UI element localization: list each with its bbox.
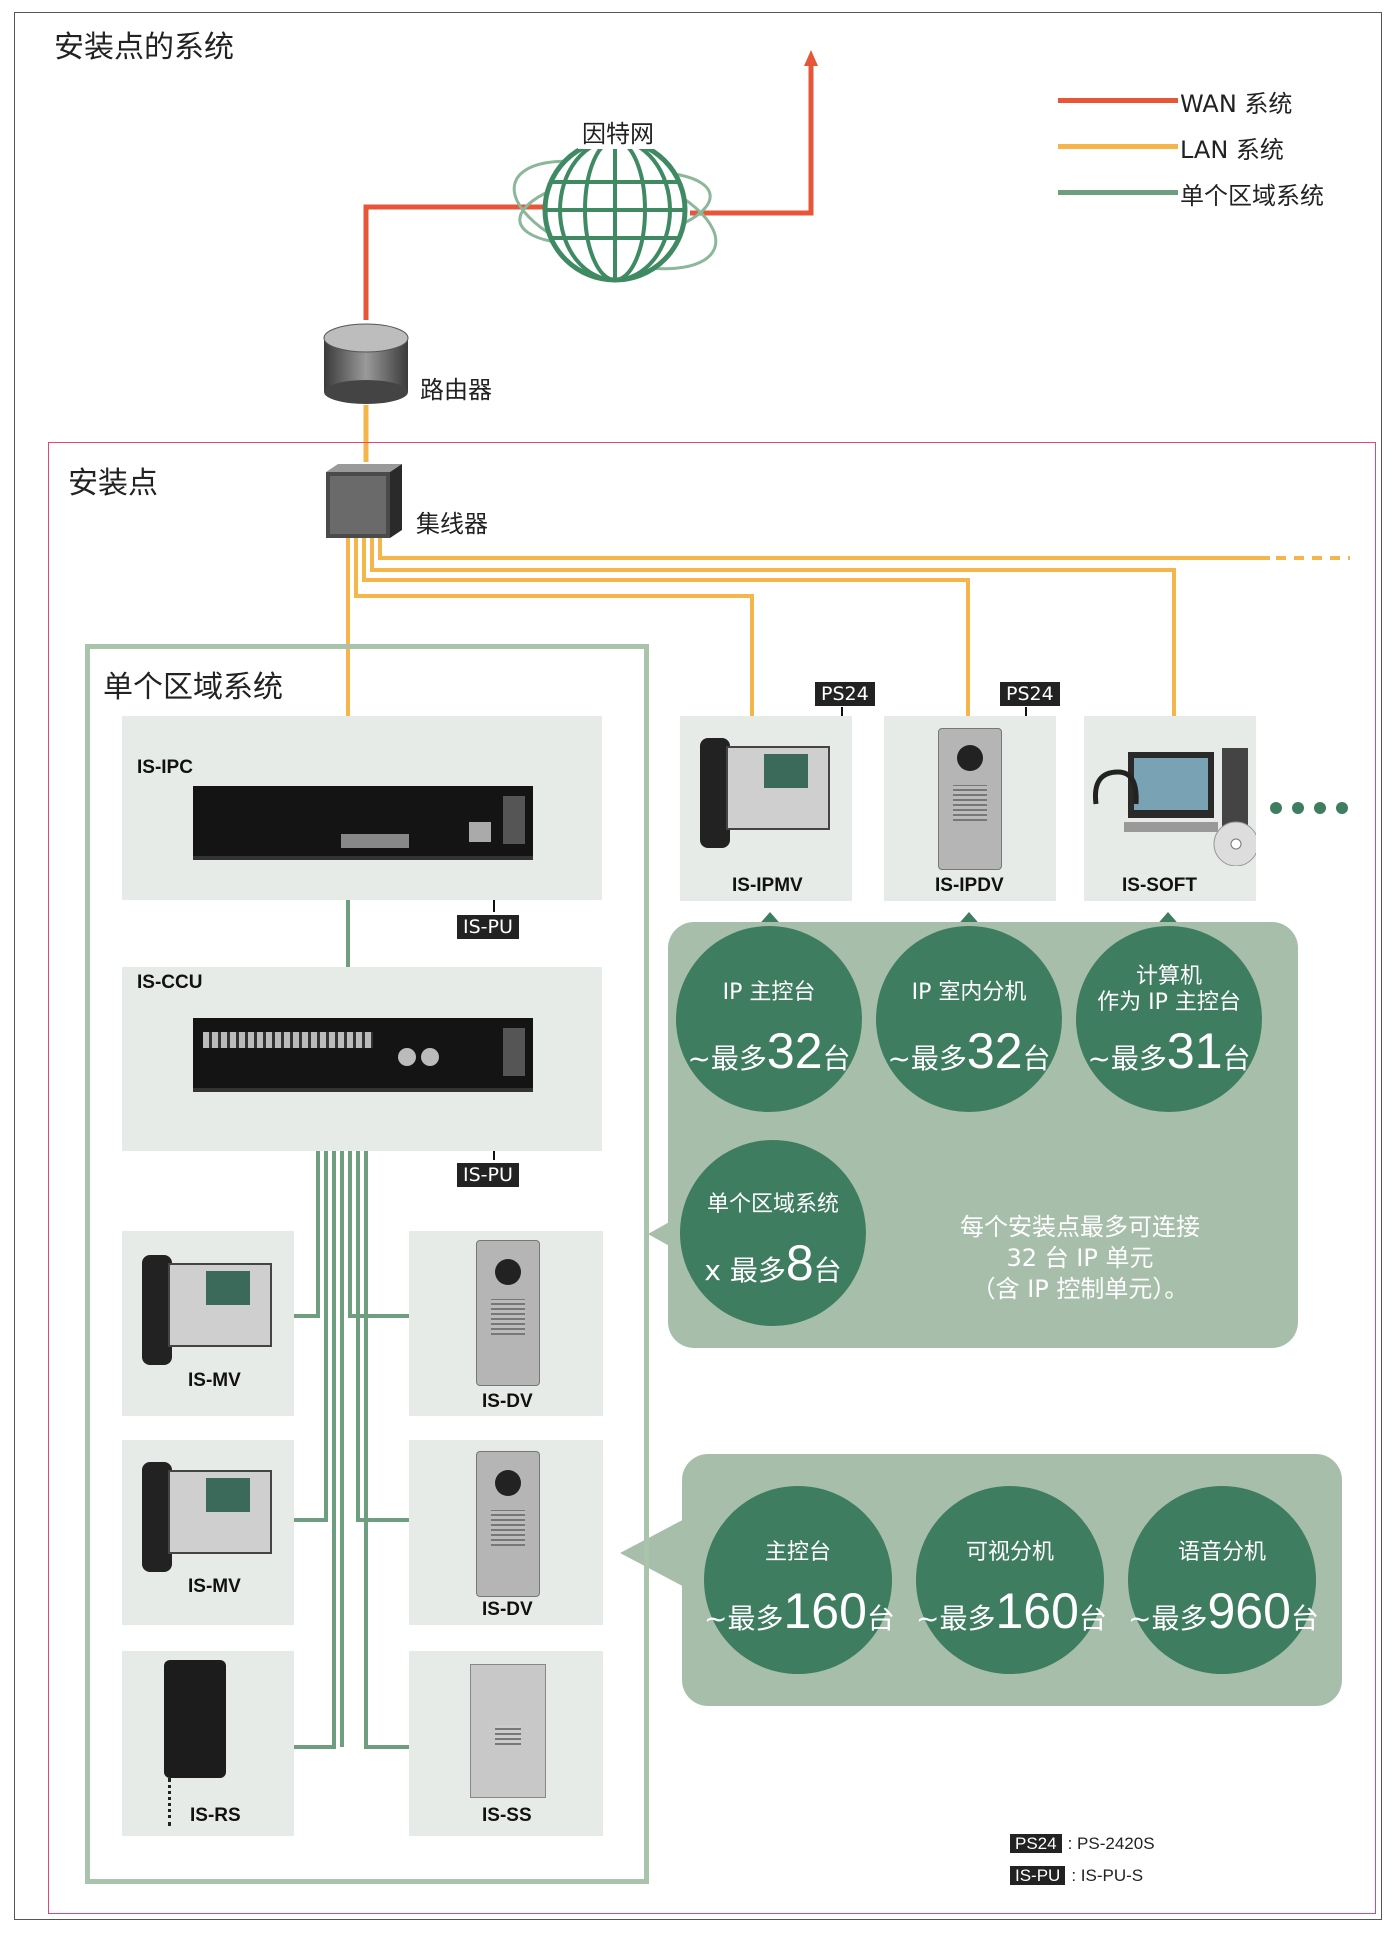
ss-panel-icon bbox=[470, 1664, 546, 1798]
dv2-door-icon bbox=[476, 1451, 540, 1597]
site-label: 安装点 bbox=[68, 466, 158, 501]
legend-wan-label: WAN 系统 bbox=[1180, 90, 1293, 118]
zone-count-title: 单个区域系统 bbox=[706, 1192, 839, 1217]
zone-count-circle: 单个区域系统 x 最多8台 bbox=[680, 1140, 866, 1326]
footnote-ps24-value: : PS-2420S bbox=[1067, 1834, 1155, 1853]
hub-icon bbox=[326, 464, 402, 538]
dv2-label: IS-DV bbox=[482, 1599, 533, 1620]
video-station-circle: 可视分机 ~最多160台 bbox=[916, 1486, 1107, 1674]
ipdv-label: IS-IPDV bbox=[935, 875, 1004, 896]
footnote-pu-value: : IS-PU-S bbox=[1071, 1866, 1144, 1885]
single-zone-frame bbox=[85, 644, 649, 1884]
ipc-unit-icon bbox=[193, 786, 533, 860]
wan-arrow bbox=[804, 50, 818, 66]
master-suffix: 台 bbox=[866, 1602, 895, 1635]
ip-indoor-circle: IP 室内分机 ~最多32台 bbox=[876, 926, 1062, 1112]
ip-master-title: IP 主控台 bbox=[722, 980, 816, 1005]
mv1-label: IS-MV bbox=[188, 1370, 241, 1391]
internet-globe-icon bbox=[505, 110, 725, 304]
header-clip bbox=[14, 0, 144, 12]
ip-note-line3: （含 IP 控制单元）。 bbox=[971, 1275, 1189, 1303]
ip-indoor-prefix: ~最多 bbox=[887, 1042, 967, 1075]
pc-master-number: 31 bbox=[1166, 1023, 1223, 1079]
pointer-zone bbox=[620, 1516, 690, 1590]
audio-station-suffix: 台 bbox=[1290, 1602, 1319, 1635]
ip-master-prefix: ~最多 bbox=[687, 1042, 767, 1075]
diagram-title: 安装点的系统 bbox=[54, 30, 234, 65]
dv1-door-icon bbox=[476, 1240, 540, 1386]
ip-master-number: 32 bbox=[766, 1023, 823, 1079]
legend-lan-label: LAN 系统 bbox=[1180, 136, 1284, 164]
dv1-label: IS-DV bbox=[482, 1391, 533, 1412]
legend-lan-line bbox=[1058, 144, 1178, 149]
pc-master-circle: 计算机 作为 IP 主控台 ~最多31台 bbox=[1076, 926, 1262, 1112]
zone-label: 单个区域系统 bbox=[103, 670, 283, 705]
installation-site-frame bbox=[48, 442, 1376, 1914]
ccu-label: IS-CCU bbox=[137, 972, 203, 993]
wan-line bbox=[363, 204, 545, 320]
ip-note: 每个安装点最多可连接 32 台 IP 单元 （含 IP 控制单元）。 bbox=[900, 1212, 1260, 1305]
router-icon bbox=[322, 322, 410, 406]
master-number: 160 bbox=[783, 1583, 867, 1639]
legend-zone-label: 单个区域系统 bbox=[1180, 182, 1324, 210]
ip-indoor-number: 32 bbox=[966, 1023, 1023, 1079]
outer-frame bbox=[14, 12, 1382, 1920]
more-dots bbox=[1270, 802, 1348, 814]
ipmv-monitor-icon bbox=[700, 738, 830, 858]
ip-note-line1: 每个安装点最多可连接 bbox=[960, 1213, 1200, 1241]
hub-label: 集线器 bbox=[416, 510, 488, 538]
ip-indoor-title: IP 室内分机 bbox=[911, 980, 1027, 1005]
ip-master-suffix: 台 bbox=[822, 1042, 851, 1075]
zone-count-suffix: 台 bbox=[813, 1254, 842, 1287]
ss-label: IS-SS bbox=[482, 1805, 532, 1826]
wan-line-up bbox=[690, 62, 814, 216]
ip-indoor-suffix: 台 bbox=[1022, 1042, 1051, 1075]
ipc-pu-tag: IS-PU bbox=[457, 915, 519, 939]
footnote-ps24: PS24 : PS-2420S bbox=[1010, 1834, 1155, 1854]
pc-master-title2: 作为 IP 主控台 bbox=[1097, 990, 1241, 1015]
ipdv-ps24-tag: PS24 bbox=[1000, 682, 1060, 706]
footnote-pu: IS-PU : IS-PU-S bbox=[1010, 1866, 1143, 1886]
lan-lines bbox=[346, 535, 1270, 785]
pc-master-title1: 计算机 bbox=[1135, 964, 1202, 989]
ip-note-line2: 32 台 IP 单元 bbox=[1006, 1244, 1154, 1272]
ipc-label: IS-IPC bbox=[137, 757, 193, 778]
mv1-monitor-icon bbox=[142, 1255, 272, 1375]
ccu-unit-icon bbox=[193, 1018, 533, 1092]
rs-handset-icon bbox=[164, 1660, 226, 1828]
audio-station-title: 语音分机 bbox=[1177, 1540, 1266, 1565]
pc-master-prefix: ~最多 bbox=[1087, 1042, 1167, 1075]
video-station-prefix: ~最多 bbox=[916, 1602, 996, 1635]
video-station-title: 可视分机 bbox=[965, 1540, 1054, 1565]
zone-count-number: 8 bbox=[785, 1235, 814, 1291]
video-station-number: 160 bbox=[995, 1583, 1079, 1639]
audio-station-prefix: ~最多 bbox=[1128, 1602, 1208, 1635]
ipmv-label: IS-IPMV bbox=[732, 875, 803, 896]
soft-pc-icon bbox=[1088, 748, 1259, 867]
master-circle: 主控台 ~最多160台 bbox=[704, 1486, 895, 1674]
master-title: 主控台 bbox=[764, 1540, 831, 1565]
mv2-monitor-icon bbox=[142, 1462, 272, 1582]
rs-label: IS-RS bbox=[190, 1805, 241, 1826]
ipmv-ps24-tag: PS24 bbox=[815, 682, 875, 706]
audio-station-circle: 语音分机 ~最多960台 bbox=[1128, 1486, 1319, 1674]
master-prefix: ~最多 bbox=[704, 1602, 784, 1635]
ipdv-door-icon bbox=[938, 728, 1002, 870]
ip-master-circle: IP 主控台 ~最多32台 bbox=[676, 926, 862, 1112]
legend-wan-line bbox=[1058, 98, 1178, 103]
audio-station-number: 960 bbox=[1207, 1583, 1291, 1639]
mv2-label: IS-MV bbox=[188, 1576, 241, 1597]
soft-label: IS-SOFT bbox=[1122, 875, 1197, 896]
zone-count-prefix: x 最多 bbox=[704, 1254, 786, 1287]
router-label: 路由器 bbox=[420, 376, 492, 404]
internet-label: 因特网 bbox=[578, 114, 658, 149]
legend-zone-line bbox=[1058, 190, 1178, 195]
footnote-pu-key: IS-PU bbox=[1010, 1866, 1066, 1885]
video-station-suffix: 台 bbox=[1078, 1602, 1107, 1635]
ccu-pu-tag: IS-PU bbox=[457, 1163, 519, 1187]
footnote-ps24-key: PS24 bbox=[1010, 1834, 1062, 1853]
pc-master-suffix: 台 bbox=[1222, 1042, 1251, 1075]
